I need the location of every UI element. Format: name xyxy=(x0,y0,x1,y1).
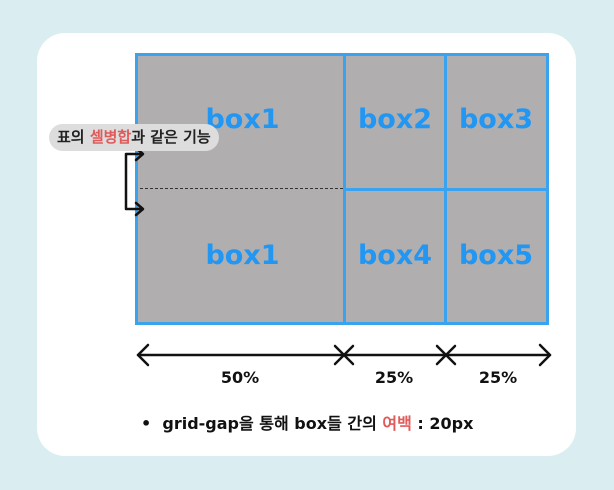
grid-divider-row xyxy=(346,188,546,191)
box4-label: box4 xyxy=(357,240,433,271)
box5-label: box5 xyxy=(458,240,534,271)
merge-label-suffix: 과 같은 기능 xyxy=(131,128,211,146)
note-highlight: 여백 xyxy=(382,414,412,433)
note-bullet: • xyxy=(141,414,152,433)
width-dimension-arrows xyxy=(136,343,552,367)
col2-width-label: 25% xyxy=(374,368,414,387)
grid-layout xyxy=(135,53,549,325)
grid-gap-note: • grid-gap을 통해 box들 간의 여백 : 20px xyxy=(141,410,473,434)
box2-label: box2 xyxy=(357,104,433,135)
merge-label-highlight: 셀병합 xyxy=(89,128,132,146)
merge-label-badge: 표의 셀병합과 같은 기능 xyxy=(49,124,219,151)
box1-top-label: box1 xyxy=(205,104,280,135)
box3-label: box3 xyxy=(458,104,534,135)
merge-label-prefix: 표의 xyxy=(57,128,90,146)
merge-bracket-arrow xyxy=(124,146,145,217)
col3-width-label: 25% xyxy=(478,368,518,387)
note-suffix: : 20px xyxy=(411,414,474,433)
merge-dotted-line xyxy=(140,188,343,189)
col1-width-label: 50% xyxy=(220,368,260,387)
grid-divider-1 xyxy=(343,56,346,322)
box1-bottom-label: box1 xyxy=(205,240,280,271)
note-prefix: grid-gap을 통해 box들 간의 xyxy=(162,414,383,433)
